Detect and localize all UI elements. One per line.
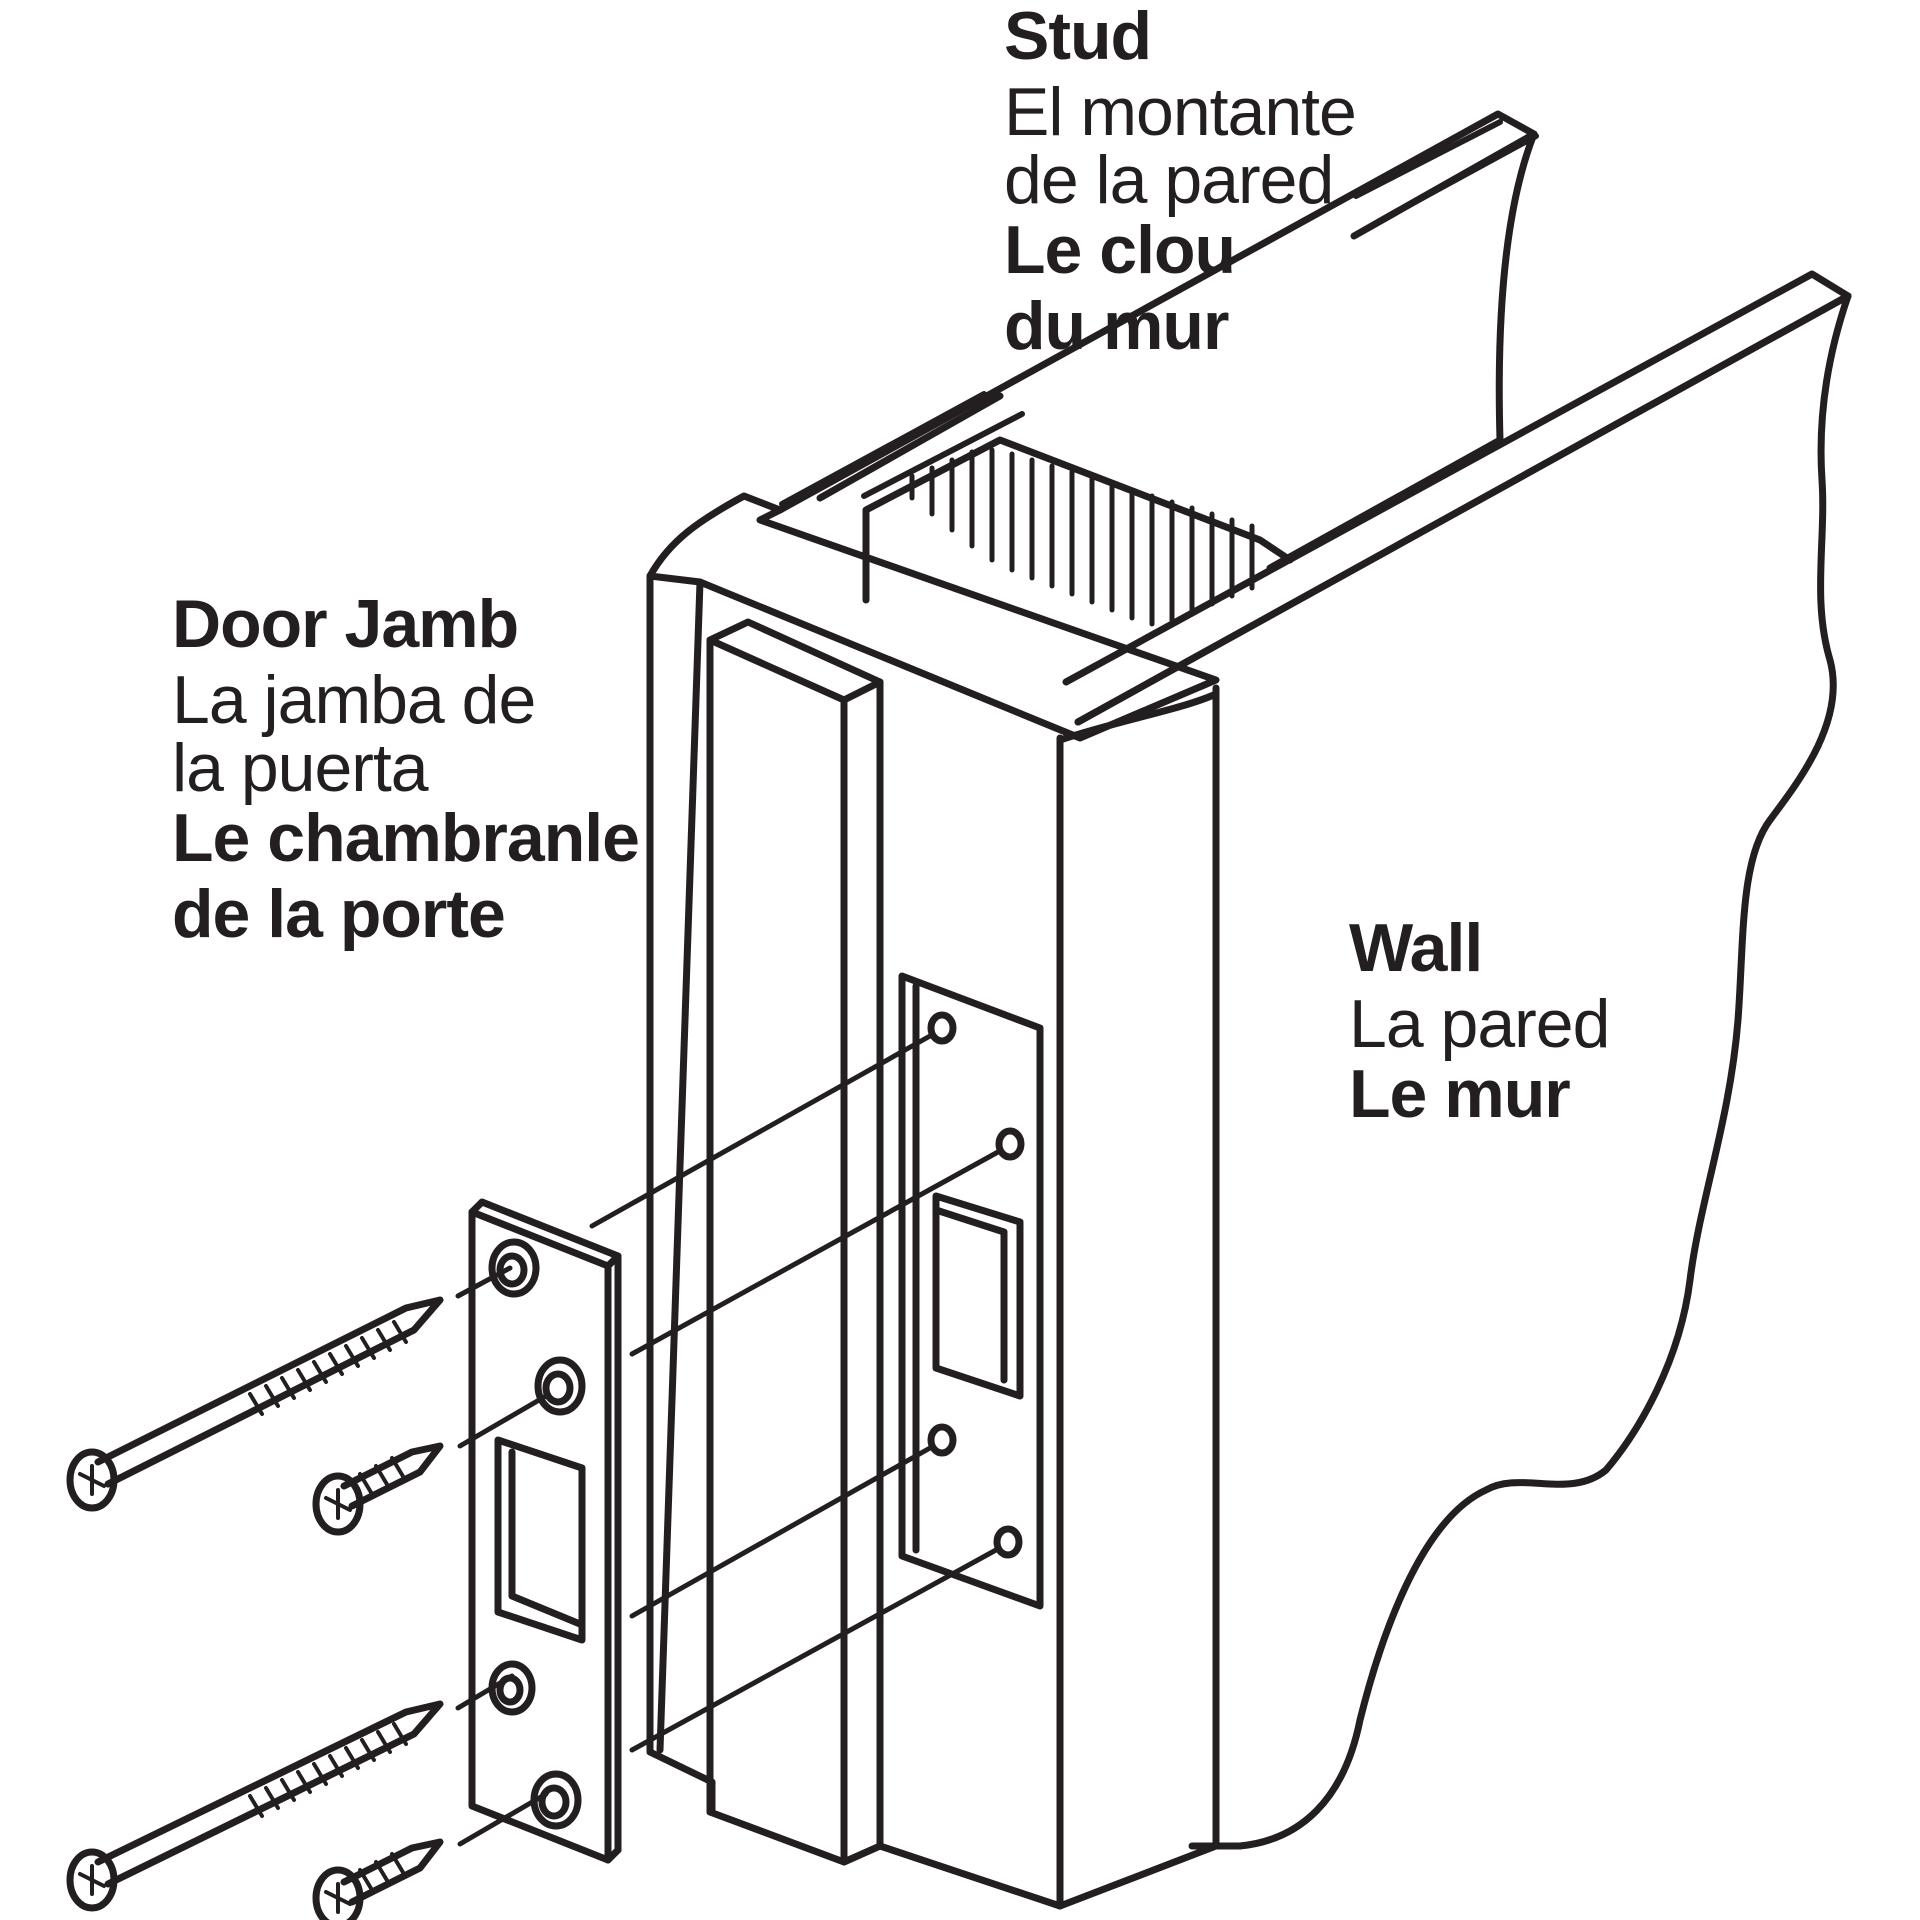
mortise-latch-pocket-inner (932, 1206, 1008, 1384)
stud-edge-lower (816, 392, 1004, 502)
casing-left-inner (656, 578, 704, 1754)
door-jamb-label-fr-1: Le chambranle (172, 800, 640, 876)
mortise-hole-3 (927, 1423, 957, 1457)
clou-leader-upper (779, 391, 987, 507)
door-jamb-label-es-1: La jamba de (172, 662, 536, 738)
wall-label-es: La pared (1349, 986, 1610, 1062)
mortise-latch-pocket (932, 1192, 1024, 1400)
stud-hatching (909, 447, 1255, 627)
wall-outline (1188, 292, 1852, 1850)
wall (1062, 270, 1852, 1850)
jamb-mortise (898, 972, 1044, 1610)
wall-label-en: Wall (1349, 910, 1483, 986)
casing-bottom (706, 1808, 1220, 1910)
stud-label: Stud El montante de la pared Le clou du … (1004, 0, 1357, 368)
strike-plate (468, 1198, 622, 1864)
strike-plate-latch-opening (494, 1436, 586, 1644)
wall-label: Wall La pared Le mur (1349, 910, 1610, 1136)
leader-lines (779, 119, 1539, 507)
strike-plate-body (468, 1208, 612, 1864)
strike-plate-latch-opening-inner (508, 1448, 584, 1628)
strike-plate-holes (488, 1238, 586, 1830)
stud-label-es-2: de la pared (1004, 142, 1334, 218)
stud-label-fr-1: Le clou (1004, 212, 1236, 288)
door-jamb (646, 492, 1220, 1910)
stud-leader-lower (1375, 133, 1539, 225)
door-jamb-label: Door Jamb La jamba de la puerta Le chamb… (172, 586, 640, 956)
clou-leader-lower (861, 411, 1025, 499)
mortise-plate-recess (898, 972, 1044, 1610)
mortise-hole-4 (993, 1525, 1023, 1559)
stud-label-es-1: El montante (1004, 74, 1357, 150)
door-jamb-label-en: Door Jamb (172, 586, 519, 662)
stud-leader-upper (1353, 119, 1503, 199)
casing-top (646, 492, 1220, 742)
door-jamb-label-fr-2: de la porte (172, 876, 506, 952)
short-screw-bottom (312, 1838, 444, 1920)
stud-label-fr-2: du mur (1004, 288, 1229, 364)
door-jamb-label-es-2: la puerta (172, 730, 429, 806)
long-screw-top (66, 1296, 444, 1512)
mortise-hole-1 (927, 1011, 957, 1045)
mortise-hole-2 (995, 1127, 1025, 1161)
jamb-stop (706, 618, 884, 704)
stud-label-en: Stud (1004, 0, 1152, 74)
long-screw-bottom (66, 1700, 444, 1912)
stud-rear-edge (1266, 436, 1504, 572)
short-screw-top (312, 1442, 444, 1536)
wall-top-inner-line (1074, 292, 1852, 726)
wall-label-fr: Le mur (1349, 1056, 1571, 1132)
casing-top-curve (1056, 690, 1220, 744)
